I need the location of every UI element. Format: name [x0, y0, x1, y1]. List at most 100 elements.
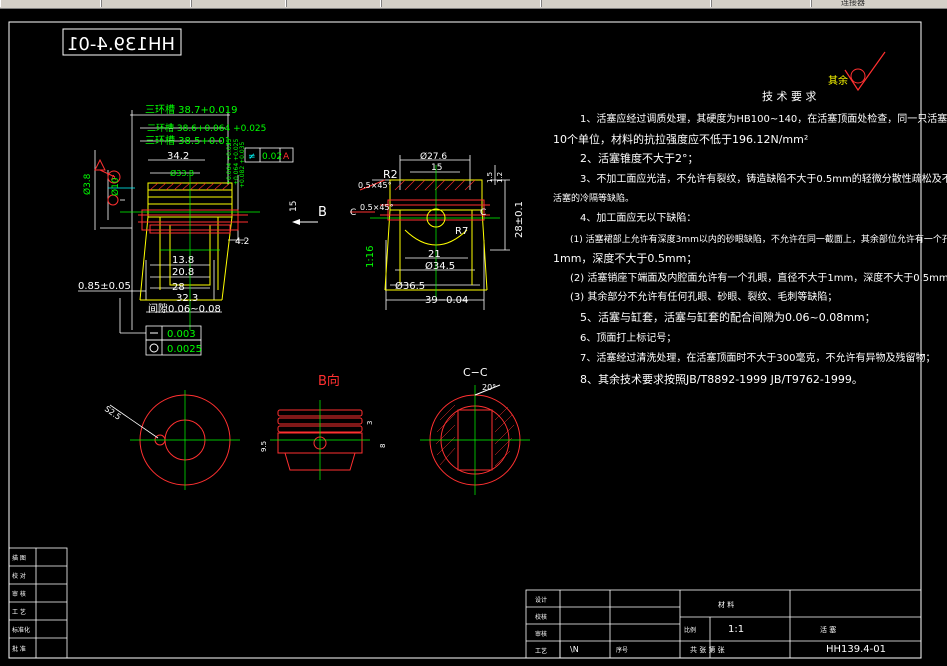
window-tab[interactable]: [285, 0, 382, 7]
section-mark-c: C: [480, 208, 486, 218]
req-line: 3、不加工面应光洁，不允许有裂纹，铸造缺陷不大于0.5mm的轻微分散性疏松及不影…: [580, 172, 947, 185]
dim-text: 三环槽 38.7+0.019: [145, 103, 237, 116]
req-line: 10个单位，材料的抗拉强度应不低于196.12N/mm²: [553, 132, 808, 146]
dim-text: 34.2: [167, 151, 189, 162]
section-title: C−C: [463, 366, 488, 379]
dim-text: Ø36.5: [395, 280, 425, 292]
dim-text: Ø27.6: [420, 151, 447, 162]
piston-section-c-c: C−C 20°: [420, 366, 530, 495]
dim-text: Ø34.5: [425, 260, 455, 272]
view-b-title: B向: [318, 373, 340, 389]
part-name: 活 塞: [820, 625, 836, 634]
req-line: (2) 活塞销座下端面及内腔面允许有一个孔眼，直径不大于1mm，深度不大于0.5…: [570, 271, 947, 284]
piston-top-view: S2.5: [103, 390, 240, 490]
tech-requirements-list: 1、活塞应经过调质处理，其硬度为HB100~140，在活塞顶面处检查，同一只活塞…: [553, 112, 947, 386]
dim-text: 3: [366, 421, 374, 425]
dim-text: 20°: [482, 383, 496, 392]
dim-text: Ø10: [110, 177, 121, 196]
req-line: 7、活塞经过清洗处理，在活塞顶面时不大于300毫克，不允许有异物及残留物；: [580, 351, 935, 364]
dim-text: Ø33.3: [170, 168, 194, 178]
approval-row-label: 描 图: [12, 554, 26, 562]
svg-text:≠: ≠: [248, 152, 256, 162]
dim-text: S2.5: [103, 404, 123, 422]
window-tab[interactable]: [710, 0, 812, 7]
tech-requirements-title: 技 术 要 求: [762, 90, 817, 103]
req-line: (3) 其余部分不允许有任何孔眼、砂眼、裂纹、毛刺等缺陷；: [570, 290, 837, 303]
dim-text: 9.5: [260, 441, 268, 452]
req-line: 4、加工面应无以下缺陷：: [580, 211, 696, 224]
dim-text: R7: [455, 226, 468, 237]
title-block: 设计 校核 审核 工艺 材 料 比例 1:1 活 塞 共 张 第 张 HH139…: [525, 589, 922, 659]
datum-label: A: [283, 152, 290, 162]
dim-text: Ø3.8: [82, 173, 93, 195]
material-label: 材 料: [718, 600, 734, 609]
title-row-label: 校核: [535, 613, 547, 621]
view-b-arrow: B: [292, 205, 327, 225]
window-tab[interactable]: [100, 0, 192, 7]
surface-mark-text: 其余: [828, 74, 848, 87]
piston-front-section-view: A ≠ 0.02 A +0.064 +0.025 +0.064 +0.025 +…: [78, 103, 327, 356]
dim-text: 8: [379, 444, 387, 448]
approval-row-label: 审 核: [12, 590, 26, 598]
dim-text: 15: [431, 163, 442, 173]
title-row-label: 工艺: [535, 647, 547, 655]
mark-n: \N: [570, 645, 579, 654]
req-line: 1mm，深度不大于0.5mm；: [553, 251, 697, 265]
dim-text: 1:16: [365, 246, 376, 268]
req-line: 5、活塞与缸套，活塞与缸套的配合间隙为0.06~0.08mm；: [580, 310, 876, 324]
dim-text: 32.3: [176, 293, 198, 304]
req-line: 活塞的冷隔等缺陷。: [553, 192, 634, 204]
gdt-value: 0.003: [167, 329, 196, 340]
mirrored-part-number: HH139.4-01: [62, 28, 182, 56]
dim-text: 21: [428, 249, 441, 260]
mirrored-part-number-text: HH139.4-01: [67, 34, 175, 55]
dim-text: 39−0.04: [425, 295, 468, 306]
window-tab[interactable]: [540, 0, 712, 7]
dim-text: 4.2: [235, 237, 249, 247]
left-approval-table: 描 图 校 对 审 核 工 艺 标准化 批 准: [8, 547, 68, 659]
window-tab[interactable]: 连接器: [810, 0, 947, 7]
dim-text: 三环槽 38.5+0.01: [145, 134, 231, 147]
dim-text: 28±0.1: [514, 201, 525, 238]
dim-text: 1.2: [496, 172, 504, 183]
approval-row-label: 工 艺: [12, 608, 26, 616]
piston-side-view: Ø27.6 15 R2 0.5×45° 0.5×45° R7 21 Ø34.5 …: [350, 151, 525, 310]
dim-text: 28: [172, 282, 185, 293]
svg-text:+0.082 +0.035: +0.082 +0.035: [239, 142, 246, 188]
svg-text:+0.064 +0.025: +0.064 +0.025: [226, 139, 233, 185]
scale-value: 1:1: [728, 624, 744, 635]
title-row-label: 审核: [535, 630, 547, 638]
dim-text: 0.5×45°: [360, 203, 394, 212]
view-b-marker: B: [318, 205, 327, 220]
req-line: 1、活塞应经过调质处理，其硬度为HB100~140，在活塞顶面处检查，同一只活塞…: [580, 112, 947, 125]
svg-text:+0.064 +0.025: +0.064 +0.025: [233, 139, 240, 185]
dim-text: 1.5: [486, 172, 494, 183]
dim-text: R2: [383, 168, 398, 181]
window-tab-strip: 连接器: [0, 0, 947, 9]
gdt-value: 0.0025: [167, 344, 202, 355]
dim-text: 间隙0.06~0.08: [148, 302, 221, 315]
drawing-border: [8, 21, 922, 659]
mark-seq: 序号: [616, 646, 628, 654]
scale-label: 比例: [684, 626, 696, 634]
window-tab[interactable]: [190, 0, 287, 7]
req-line: (1) 活塞裙部上允许有深度3mm以内的砂眼缺陷，不允许在同一截面上，其余部位允…: [570, 233, 947, 245]
dim-text: 二环槽 38.6+0.064 +0.025: [147, 122, 266, 134]
surface-roughness-mark: 其余: [828, 51, 886, 92]
dim-text: 0.5×45°: [358, 181, 392, 190]
approval-row-label: 批 准: [12, 645, 26, 653]
sheet-label: 共 张 第 张: [690, 645, 725, 654]
gdt-boxes: [119, 298, 202, 356]
title-row-label: 设计: [535, 596, 547, 604]
tolerance-value: 0.02: [262, 152, 282, 162]
dim-text: 15: [289, 201, 299, 212]
req-line: 8、其余技术要求按照JB/T8892-1999 JB/T9762-1999。: [580, 372, 863, 386]
window-tab[interactable]: [380, 0, 542, 7]
approval-row-label: 标准化: [12, 626, 30, 634]
datum-a-bubble: A: [111, 174, 116, 182]
window-tab[interactable]: [0, 0, 102, 7]
tolerance-frame: [244, 147, 294, 163]
piston-view-b: B向 9.5 3 8: [260, 373, 387, 480]
dim-text: 20.8: [172, 267, 194, 278]
